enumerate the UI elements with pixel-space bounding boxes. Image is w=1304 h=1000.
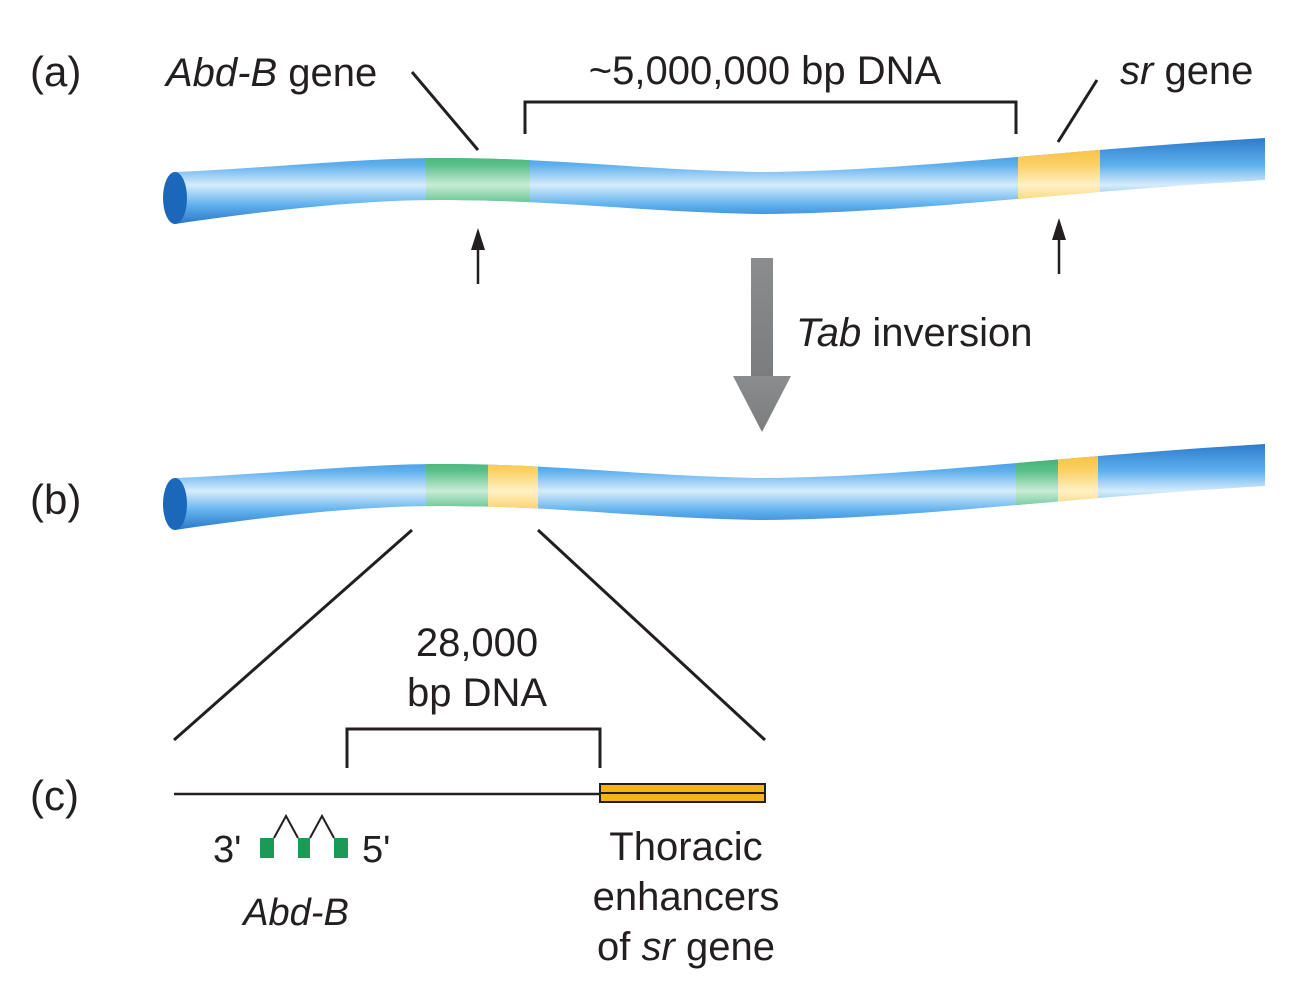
sr-gene-region-b (488, 444, 538, 530)
inversion-arrow (733, 258, 791, 432)
exon-1 (260, 838, 274, 858)
chromosome-b (163, 444, 1265, 530)
inversion-label: Tab inversion (796, 311, 1032, 355)
abdb-gene-structure (260, 813, 348, 858)
panel-label-c: (c) (30, 772, 79, 819)
distance-label-a: ~5,000,000 bp DNA (589, 49, 942, 93)
five-prime-label: 5' (362, 829, 390, 871)
abdb-gene-region-a (426, 138, 530, 224)
zoom-line-right (536, 528, 767, 742)
sr-gene-fragment-b (1058, 444, 1098, 530)
sr-gene-region-a (1018, 138, 1100, 224)
abdb-gene-label-c: Abd-B (241, 892, 349, 934)
breakpoint-arrow-left (471, 228, 485, 284)
chromosome-a-left-end (163, 172, 187, 224)
exon-3 (334, 838, 348, 858)
intron-1 (273, 813, 299, 839)
abdb-gene-label-a: Abd-B gene (164, 51, 377, 95)
three-prime-label: 3' (213, 829, 241, 871)
panel-label-a: (a) (30, 48, 81, 95)
distance-bracket-a (523, 100, 1018, 134)
distance-bracket-c (345, 727, 602, 768)
panel-label-b: (b) (30, 476, 81, 523)
abdb-leader-line-a (410, 71, 480, 151)
distance-label-c-line2: bp DNA (407, 671, 547, 715)
chromosome-a (163, 138, 1265, 224)
exon-2 (298, 838, 310, 858)
abdb-gene-region-b (426, 444, 488, 530)
enhancer-label-line2: enhancers (593, 875, 780, 919)
distance-label-c-line1: 28,000 (416, 621, 538, 665)
thoracic-enhancer-box (599, 783, 766, 803)
abdb-gene-fragment-b (1016, 444, 1058, 530)
enhancer-label-line1: Thoracic (609, 825, 762, 869)
sr-leader-line-a (1056, 79, 1099, 143)
breakpoint-arrow-right (1052, 218, 1066, 274)
sr-gene-label-a: sr gene (1120, 49, 1253, 93)
intron-2 (309, 813, 335, 839)
chromosome-b-left-end (163, 478, 187, 530)
enhancer-label-line3: of sr gene (597, 925, 775, 969)
zoom-line-left (173, 528, 413, 742)
